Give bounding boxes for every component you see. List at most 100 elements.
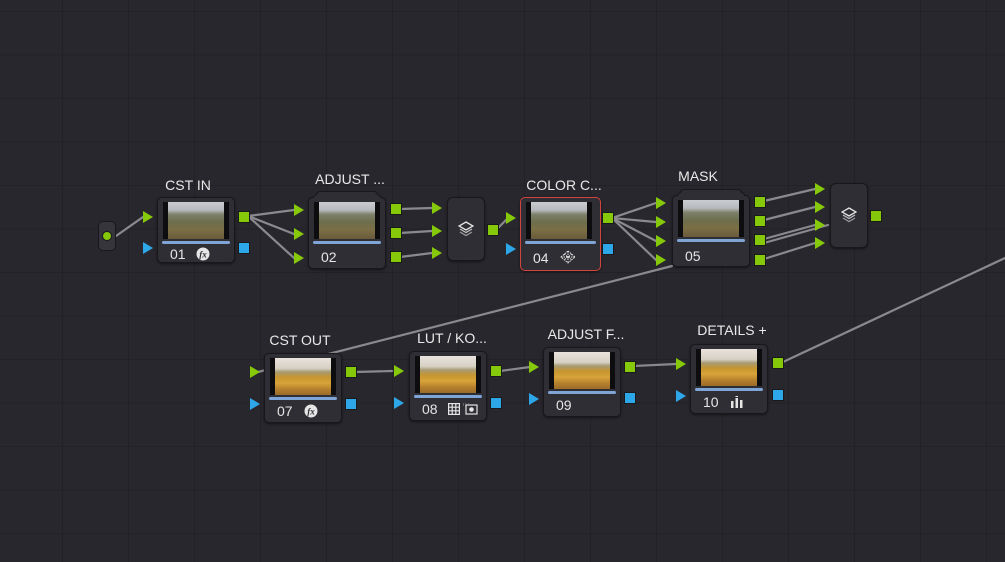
mixer-output-port[interactable] (870, 210, 882, 222)
rgb-output-port[interactable] (390, 251, 402, 263)
key-output-port[interactable] (238, 242, 250, 254)
source-dot-icon[interactable] (102, 231, 112, 241)
mixer-input-port[interactable] (815, 237, 825, 249)
rgb-output-port[interactable] (624, 361, 636, 373)
key-input-port[interactable] (250, 398, 260, 410)
fx-icon: fx (196, 247, 210, 261)
link-05-mixer2a[interactable] (762, 187, 817, 203)
source-input-node[interactable] (98, 221, 116, 251)
node-progress-bar (162, 241, 230, 244)
node-label: CST OUT (269, 332, 331, 348)
link-04-05a[interactable] (610, 201, 658, 220)
link-01-02b[interactable] (246, 214, 296, 236)
mixer-output-port[interactable] (487, 224, 499, 236)
key-input-port[interactable] (394, 397, 404, 409)
rgb-output-port[interactable] (754, 254, 766, 266)
node-number: 04 (533, 250, 549, 266)
node-stack-edge (680, 189, 742, 193)
rgb-output-port[interactable] (754, 215, 766, 227)
link-07-08[interactable] (353, 369, 394, 374)
layer-mixer-node[interactable] (830, 183, 868, 248)
layers-icon (841, 207, 857, 223)
node-05[interactable]: 05 (672, 189, 750, 267)
link-08-09[interactable] (498, 365, 532, 373)
rgb-input-port[interactable] (656, 235, 666, 247)
rgb-input-port[interactable] (529, 361, 539, 373)
node-number: 09 (556, 397, 572, 413)
key-output-port[interactable] (602, 243, 614, 255)
mixer-input-port[interactable] (815, 219, 825, 231)
node-thumbnail (314, 202, 380, 239)
link-02-mixer1b[interactable] (398, 229, 434, 235)
rgb-input-port[interactable] (656, 254, 666, 266)
link-source-01[interactable] (114, 215, 145, 238)
node-progress-bar (677, 239, 745, 242)
rgb-output-port[interactable] (390, 227, 402, 239)
svg-text:fx: fx (199, 250, 207, 260)
rgb-input-port[interactable] (294, 252, 304, 264)
rgb-input-port[interactable] (394, 365, 404, 377)
node-02[interactable]: 02 (308, 191, 386, 269)
rgb-output-port[interactable] (754, 196, 766, 208)
link-10-output[interactable] (781, 256, 1005, 364)
link-01-02c[interactable] (246, 214, 296, 260)
mixer-input-port[interactable] (815, 183, 825, 195)
mixer-input-port[interactable] (432, 225, 442, 237)
link-04-05d[interactable] (610, 216, 658, 262)
node-thumbnail (415, 356, 481, 393)
rgb-output-port[interactable] (345, 366, 357, 378)
link-05-mixer2d[interactable] (762, 241, 817, 261)
node-thumbnail (163, 202, 229, 239)
rgb-output-port[interactable] (602, 212, 614, 224)
lut-grid-icon (448, 403, 461, 417)
link-01-02a[interactable] (246, 208, 296, 218)
rgb-input-port[interactable] (143, 211, 153, 223)
node-07[interactable]: 07 fx (264, 353, 342, 423)
key-icon (463, 402, 478, 417)
rgb-input-port[interactable] (676, 358, 686, 370)
rgb-output-port[interactable] (490, 365, 502, 377)
rgb-input-port[interactable] (294, 228, 304, 240)
rgb-output-port[interactable] (754, 234, 766, 246)
rgb-input-port[interactable] (506, 212, 516, 224)
rgb-input-port[interactable] (250, 366, 260, 378)
rgb-input-port[interactable] (656, 197, 666, 209)
link-04-05c[interactable] (610, 216, 658, 243)
node-number: 05 (685, 248, 701, 264)
node-label: CST IN (165, 177, 211, 193)
key-input-port[interactable] (529, 393, 539, 405)
key-output-port[interactable] (624, 392, 636, 404)
node-progress-bar (269, 397, 337, 400)
rgb-output-port[interactable] (238, 211, 250, 223)
key-output-port[interactable] (345, 398, 357, 410)
layers-icon (458, 221, 474, 237)
link-05-mixer2c[interactable] (762, 223, 817, 241)
key-input-port[interactable] (506, 243, 516, 255)
rgb-input-port[interactable] (656, 216, 666, 228)
rgb-output-port[interactable] (772, 357, 784, 369)
node-08[interactable]: 08 (409, 351, 487, 421)
color-warper-icon (560, 250, 576, 264)
node-04-selected[interactable]: 04 (520, 197, 601, 271)
link-09-10[interactable] (632, 362, 678, 368)
node-01[interactable]: 01 fx (157, 197, 235, 263)
rgb-input-port[interactable] (294, 204, 304, 216)
key-input-port[interactable] (143, 242, 153, 254)
node-label: LUT / KO... (417, 330, 487, 346)
link-02-mixer1a[interactable] (398, 206, 434, 211)
key-output-port[interactable] (772, 389, 784, 401)
mixer-input-port[interactable] (432, 202, 442, 214)
link-05-mixer2b[interactable] (762, 205, 817, 222)
link-02-mixer1c[interactable] (398, 251, 434, 259)
mixer-input-port[interactable] (432, 247, 442, 259)
node-09[interactable]: 09 (543, 347, 621, 417)
mixer-input-port[interactable] (815, 201, 825, 213)
rgb-output-port[interactable] (390, 203, 402, 215)
layer-mixer-node[interactable] (447, 197, 485, 261)
key-output-port[interactable] (490, 397, 502, 409)
key-input-port[interactable] (676, 390, 686, 402)
link-04-05b[interactable] (610, 216, 658, 224)
node-10[interactable]: 10 (690, 344, 768, 414)
